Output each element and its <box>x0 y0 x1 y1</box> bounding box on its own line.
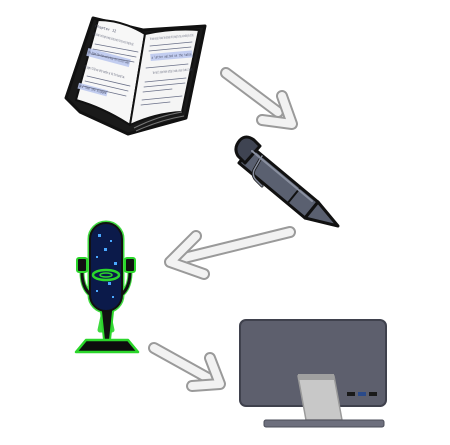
book-left-highlight-2: and then she stopped <box>79 84 107 95</box>
microphone-icon <box>74 220 140 354</box>
book-right-paragraph-2: She read it twice before setting it asid… <box>153 67 193 74</box>
open-book-icon: Chapter 12 Jolene continued to write thr… <box>64 16 207 136</box>
book-left-heading: Chapter 12 <box>95 24 117 33</box>
book-right-paragraph-1: The house was quiet. Outside, the wind m… <box>150 33 194 41</box>
arrow-icon <box>220 67 298 130</box>
book-right-highlight-1: a letter waited on the table <box>151 52 191 59</box>
monitor-icon <box>239 319 387 428</box>
pen-icon <box>234 135 340 228</box>
arrow-icon <box>164 226 296 280</box>
arrow-icon <box>148 342 226 392</box>
